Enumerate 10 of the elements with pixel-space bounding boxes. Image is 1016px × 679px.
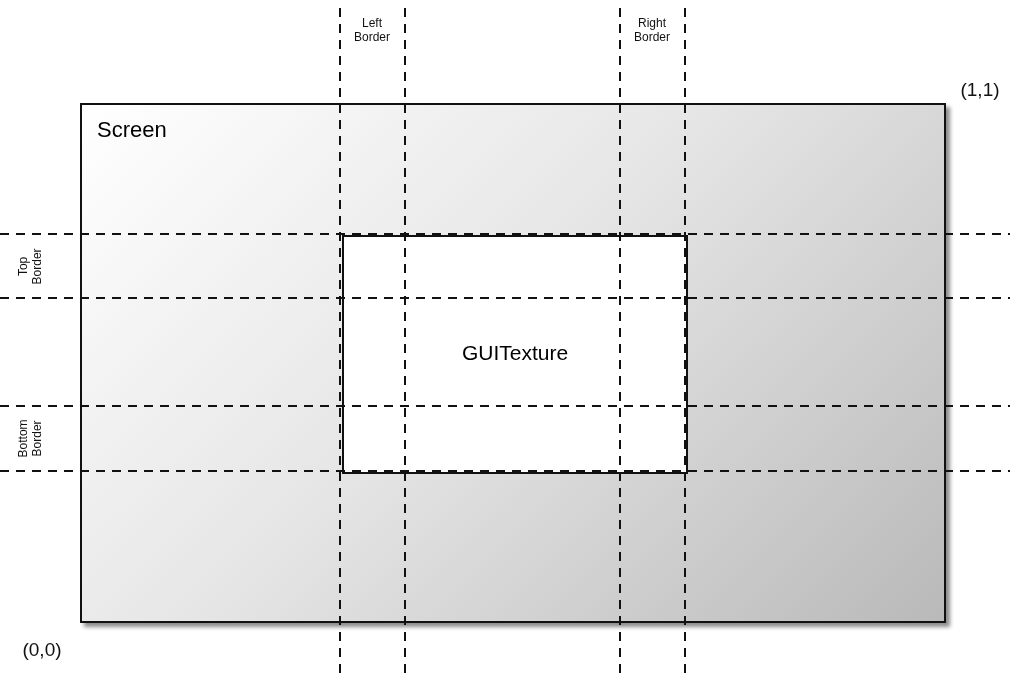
screen-title: Screen [97, 117, 167, 143]
corner-coordinate: (1,1) [959, 78, 1001, 102]
border-label: Top Border [15, 246, 45, 286]
corner-coordinate: (0,0) [21, 638, 63, 662]
texture-title: GUITexture [461, 340, 569, 365]
texture-box [342, 235, 688, 474]
border-label: Left Border [353, 15, 391, 45]
border-label: Right Border [633, 15, 671, 45]
border-label: Bottom Border [15, 417, 45, 459]
screen-box [80, 103, 946, 623]
